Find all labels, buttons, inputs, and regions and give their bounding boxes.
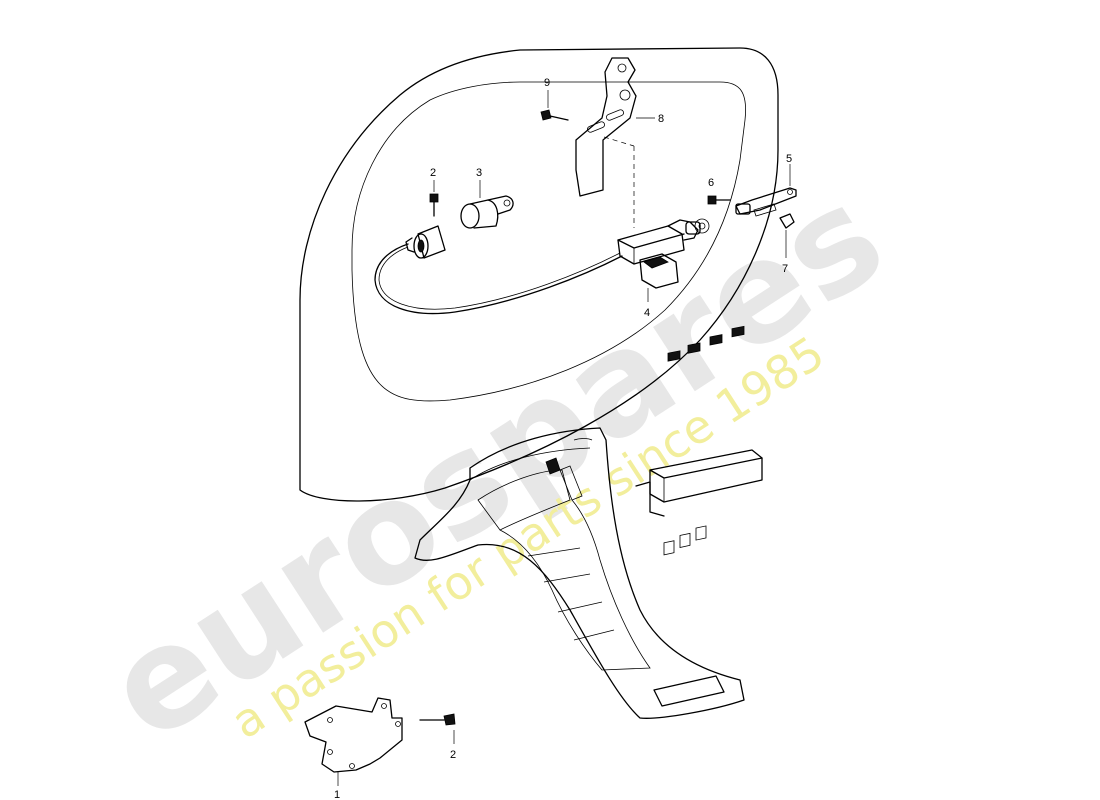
switch-panel: [635, 325, 763, 517]
screw-9: [540, 90, 569, 121]
callout-3: 3: [476, 167, 482, 179]
callout-4: 4: [644, 307, 650, 319]
callout-1: 1: [334, 789, 340, 800]
door-outline: [299, 47, 779, 502]
screw-6: [707, 195, 731, 205]
callout-5: 5: [786, 153, 792, 165]
operating-rod-5: [735, 164, 797, 217]
screw-2-lower: [419, 713, 456, 744]
callout-6: 6: [708, 177, 714, 189]
bracket-8: [575, 57, 655, 197]
release-cable-inner: [378, 246, 621, 310]
center-console: [414, 427, 745, 719]
retaining-clip-7: [779, 213, 795, 258]
lock-sleeve-3: [460, 180, 514, 229]
callout-labels: 9 8 2 3 5 6 7 4 2 1: [334, 77, 792, 800]
actuator-4: [617, 218, 710, 302]
lock-cylinder: [405, 225, 446, 259]
mounting-bracket-1: [304, 697, 403, 786]
callout-2-lower: 2: [450, 749, 456, 761]
assembly-line-8: [603, 136, 635, 147]
callout-9: 9: [544, 77, 550, 89]
callout-8: 8: [658, 113, 664, 125]
callout-2-upper: 2: [430, 167, 436, 179]
screw-2-upper: [429, 180, 439, 217]
callout-7: 7: [782, 263, 788, 275]
release-cable: [374, 243, 623, 315]
